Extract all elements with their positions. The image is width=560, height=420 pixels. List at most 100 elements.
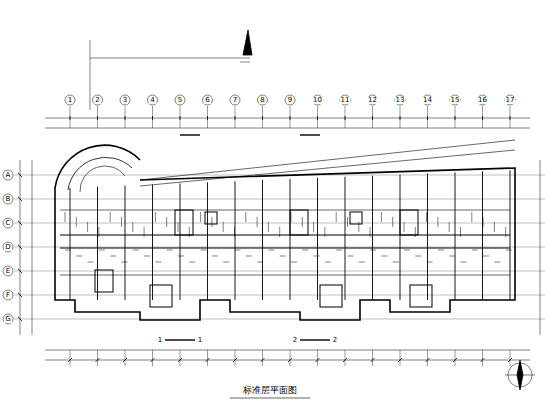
wall-line [76,217,77,227]
wall-line [155,262,161,263]
wall-line [455,172,456,300]
wall-line [68,358,72,362]
wall-line [481,358,485,362]
wall-line [166,217,167,227]
axis-bubble [340,95,350,105]
wall-line [70,350,71,366]
wall-line [18,317,22,321]
axis-bubble [3,170,13,180]
wall-line [317,116,318,120]
wall-line [427,106,428,128]
wall-line [404,222,405,232]
wall-line [87,222,88,232]
wall-line [207,106,208,128]
wall-line [291,262,297,263]
wall-line [262,350,263,366]
wall-line [381,212,382,222]
wall-line [262,116,263,120]
wall-line [178,222,179,232]
wall-line [206,358,210,362]
wall-line [345,106,346,128]
wall-line [152,350,153,366]
wall-line [316,358,320,362]
wall-line [65,250,71,251]
wall-line [453,358,457,362]
axis-bubble [285,95,295,105]
wall-line [97,187,98,300]
axis-number: A [5,172,12,179]
wall-line [415,256,421,257]
wall-line [415,227,416,237]
wall-line [302,217,303,227]
wall-line [167,250,173,251]
wall-line [70,116,71,120]
wall-line [290,106,291,128]
axis-number: 13 [395,97,406,104]
axis-number: 6 [204,97,210,104]
wall-line [494,222,495,232]
wall-line [348,256,354,257]
axis-bubble [3,290,13,300]
axis-bubble [3,218,13,228]
wall-line [223,262,229,263]
wall-line [483,217,484,227]
wall-line [370,227,371,237]
wall-line [268,250,274,251]
wall-line [345,177,346,300]
axis-bubble [450,95,460,105]
wall-line [280,256,286,257]
wall-line [336,250,342,251]
wall-line [381,256,387,257]
wall-line [372,176,373,300]
axis-bubble [93,95,103,105]
wall-line [290,116,291,120]
wall-line [437,217,438,227]
section-mark: 2 [292,337,298,344]
axis-bubble [120,95,130,105]
wall-line [494,262,500,263]
wall-line [279,227,280,237]
wall-line [207,350,208,366]
wall-line [207,182,208,300]
wall-line [460,227,461,237]
wall-line [152,185,153,301]
axis-bubble [3,314,13,324]
wall-line [510,170,511,300]
axis-bubble [395,95,405,105]
wall-line [97,116,98,120]
wall-line [345,116,346,120]
axis-number: 7 [232,97,238,104]
wall-line [317,178,318,300]
wall-line [400,116,401,120]
axis-number: 3 [122,97,128,104]
wall-line [506,250,512,251]
axis-number: 2 [94,97,100,104]
wall-line [76,256,82,257]
axis-number: 8 [259,97,265,104]
wall-line [400,350,401,366]
section-mark: 1 [197,337,203,344]
wall-line [14,223,545,224]
axis-number: 17 [505,97,516,104]
axis-number: 9 [287,97,293,104]
wall-line [288,358,292,362]
wall-line [235,106,236,128]
axis-number: B [5,196,12,203]
wall-line [70,188,71,300]
wall-line [371,358,375,362]
wall-line [132,222,133,232]
wall-line [483,256,489,257]
axis-bubble [3,194,13,204]
wall-line [482,116,483,120]
wall-line [427,116,428,120]
wall-line [97,106,98,128]
wall-line [96,358,100,362]
section-mark: 2 [332,337,338,344]
axis-bubble [148,95,158,105]
axis-number: 12 [367,97,378,104]
wall-line [14,319,545,320]
axis-number: 1 [67,97,73,104]
wall-line [262,180,263,300]
wall-line [336,212,337,222]
wall-line [314,256,320,257]
